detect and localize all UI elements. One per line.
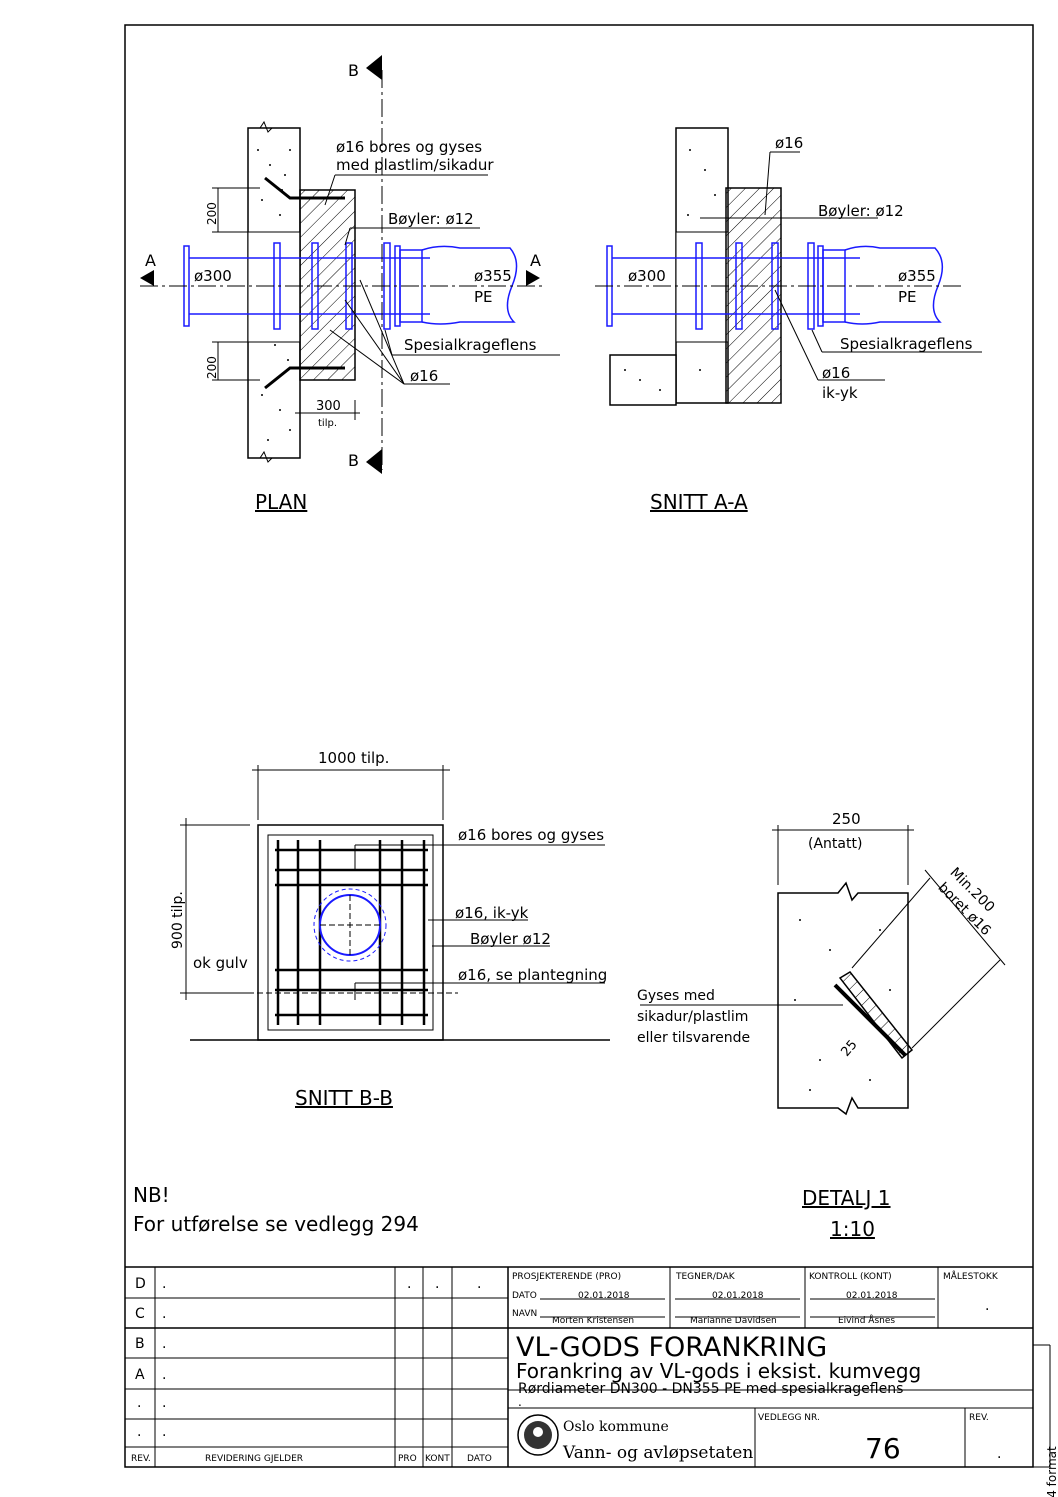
org-name-1: Oslo kommune — [563, 1419, 669, 1435]
rev-row-c-desc: . — [162, 1306, 166, 1322]
detail-gyses-3: eller tilsvarende — [637, 1030, 750, 1046]
detail-view: 250 (Antatt) Min.200 boret ø16 Gyses med… — [637, 810, 1006, 1241]
bb-ok-gulv: ok gulv — [193, 954, 248, 972]
aa-bar-top-label: ø16 — [775, 134, 803, 152]
title-block-info: PROSJEKTERENDE (PRO) TEGNER/DAK KONTROLL… — [512, 1270, 1058, 1497]
aa-spesial-label: Spesialkrageflens — [840, 335, 973, 353]
plan-pipe-right-material: PE — [474, 288, 493, 306]
aa-title: SNITT A-A — [650, 490, 748, 514]
rev-dato-dot: . — [477, 1276, 481, 1292]
sheet-border — [124, 24, 1034, 1468]
tegner-name: Marianne Davidsen — [690, 1316, 777, 1326]
rev-row-c-rev: C — [135, 1306, 145, 1322]
rev-col-rev: REV. — [131, 1454, 151, 1464]
drawing-title: VL-GODS FORANKRING — [516, 1332, 827, 1363]
detail-gyses-2: sikadur/plastlim — [637, 1009, 748, 1025]
rev-row-b-rev: B — [135, 1336, 145, 1352]
aa-pipe-right-material: PE — [898, 288, 917, 306]
oslo-kommune-logo — [517, 1414, 559, 1456]
malestokk-label: MÅLESTOKK — [943, 1270, 999, 1282]
format-label: A4 format — [1045, 1446, 1058, 1497]
rev-row-b-desc: . — [162, 1336, 166, 1352]
bb-note-ikyk: ø16, ik-yk — [455, 904, 529, 922]
rev-row-d-rev: D — [135, 1276, 146, 1292]
plan-dim-300-sub: tilp. — [318, 418, 337, 429]
rev-col-pro: PRO — [398, 1454, 417, 1464]
rev-col-kont: KONT — [425, 1454, 450, 1464]
rev-row-5-rev: . — [137, 1395, 141, 1411]
plan-view: B B A A ø16 bores og gyses med plastlim/… — [140, 55, 560, 514]
rev-row-d-desc: . — [162, 1276, 166, 1292]
pro-label: PROSJEKTERENDE (PRO) — [512, 1272, 621, 1282]
plan-pipe-left-label: ø300 — [194, 267, 232, 285]
plan-mark-b-bottom: B — [348, 451, 359, 470]
bb-note-plantegning: ø16, se plantegning — [458, 966, 607, 984]
aa-pipe-right-label: ø355 — [898, 267, 936, 285]
note-text: For utførelse se vedlegg 294 — [133, 1212, 419, 1236]
vedlegg-number: 76 — [865, 1432, 901, 1465]
org-name-2: Vann- og avløpsetaten — [562, 1443, 753, 1463]
navn-label: NAVN — [512, 1309, 537, 1319]
vedlegg-label: VEDLEGG NR. — [758, 1413, 820, 1423]
rev-row-a-desc: . — [162, 1367, 166, 1383]
plan-dim-200-top: 200 — [205, 202, 219, 225]
plan-spesial-label: Spesialkrageflens — [404, 336, 537, 354]
plan-note-bores-1: ø16 bores og gyses — [336, 138, 482, 156]
plan-dim-200-bottom: 200 — [205, 356, 219, 379]
kontroll-label: KONTROLL (KONT) — [809, 1272, 892, 1282]
plan-dim-300: 300 — [316, 399, 341, 414]
malestokk-value: . — [985, 1298, 989, 1314]
rev-label: REV. — [969, 1413, 989, 1423]
plan-mark-b-top: B — [348, 61, 359, 80]
drawing-subtitle-3: . — [518, 1395, 522, 1409]
plan-pipe-right-label: ø355 — [474, 267, 512, 285]
rev-row-6-rev: . — [137, 1424, 141, 1440]
rev-col-desc: REVIDERING GJELDER — [205, 1454, 303, 1464]
detail-dim: 250 — [832, 810, 861, 828]
bb-note-bores: ø16 bores og gyses — [458, 826, 604, 844]
detail-dim-sub: (Antatt) — [808, 836, 862, 852]
rev-pro-dot: . — [407, 1276, 411, 1292]
aa-boyler-label: Bøyler: ø12 — [818, 202, 904, 220]
detail-title: DETALJ 1 — [802, 1186, 891, 1210]
plan-boyler-label: Bøyler: ø12 — [388, 210, 474, 228]
aa-pipe-left-label: ø300 — [628, 267, 666, 285]
kontroll-date: 02.01.2018 — [846, 1291, 898, 1301]
drawing-subtitle-2: Rørdiameter DN300 - DN355 PE med spesial… — [518, 1381, 903, 1397]
dato-label: DATO — [512, 1291, 537, 1301]
plan-mark-a-right: A — [530, 251, 541, 270]
detail-gyses-1: Gyses med — [637, 988, 715, 1004]
pro-name: Morten Kristensen — [552, 1316, 634, 1326]
aa-bar-bottom-label: ø16 — [822, 364, 850, 382]
plan-bar-label: ø16 — [410, 367, 438, 385]
section-bb-view: 1000 tilp. 900 tilp. ok gulv ø16 bores o… — [170, 749, 610, 1110]
tegner-label: TEGNER/DAK — [675, 1272, 736, 1282]
drawing-subtitle: Forankring av VL-gods i eksist. kumvegg — [516, 1359, 921, 1383]
pro-date: 02.01.2018 — [578, 1291, 630, 1301]
section-aa-view: ø16 Bøyler: ø12 ø300 ø355 PE Spesialkrag… — [595, 127, 982, 514]
title-block — [125, 1266, 1051, 1468]
rev-row-a-rev: A — [135, 1367, 145, 1383]
rev-value: . — [997, 1446, 1001, 1462]
revision-table: D . C . B . A . . . . . . . . REV. REVID… — [131, 1276, 492, 1464]
plan-mark-a-left: A — [145, 251, 156, 270]
bb-dim-width: 1000 tilp. — [318, 749, 389, 767]
plan-note-bores-2: med plastlim/sikadur — [336, 156, 494, 174]
bb-note-boyler: Bøyler ø12 — [470, 930, 551, 948]
aa-bar-bottom-sub: ik-yk — [822, 384, 858, 402]
detail-scale: 1:10 — [830, 1217, 875, 1241]
rev-row-6-desc: . — [162, 1424, 166, 1440]
rev-row-5-desc: . — [162, 1395, 166, 1411]
kontroll-name: Eivind Åsnes — [838, 1314, 895, 1326]
tegner-date: 02.01.2018 — [712, 1291, 764, 1301]
rev-kont-dot: . — [435, 1276, 439, 1292]
bb-dim-height: 900 tilp. — [170, 891, 186, 949]
rev-col-dato: DATO — [467, 1454, 492, 1464]
plan-title: PLAN — [255, 490, 307, 514]
bb-title: SNITT B-B — [295, 1086, 393, 1110]
note-nb: NB! — [133, 1183, 170, 1207]
